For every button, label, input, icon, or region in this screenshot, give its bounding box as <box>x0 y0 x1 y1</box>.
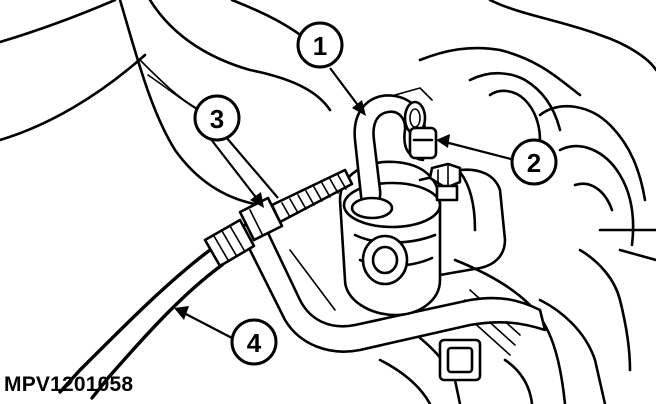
mounting-bracket <box>238 210 547 353</box>
callout-2-label: 2 <box>527 148 541 178</box>
hex-nut <box>428 162 462 202</box>
callout-1: 1 <box>296 21 344 69</box>
callout-3: 3 <box>193 94 241 142</box>
callout-4-label: 4 <box>247 328 262 358</box>
cable-sheath <box>58 248 224 400</box>
retaining-clip <box>394 87 438 160</box>
callout-2: 2 <box>510 138 558 186</box>
adjuster-fitting <box>203 196 284 268</box>
callout-1-label: 1 <box>313 31 327 61</box>
reference-code: MPV1201058 <box>4 373 134 396</box>
clevis-hook <box>350 94 427 220</box>
thread-coils <box>281 174 347 218</box>
callout-3-label: 3 <box>210 104 224 134</box>
background-body-panel <box>0 0 332 207</box>
leader-lines <box>174 67 516 339</box>
callout-4: 4 <box>230 318 278 366</box>
